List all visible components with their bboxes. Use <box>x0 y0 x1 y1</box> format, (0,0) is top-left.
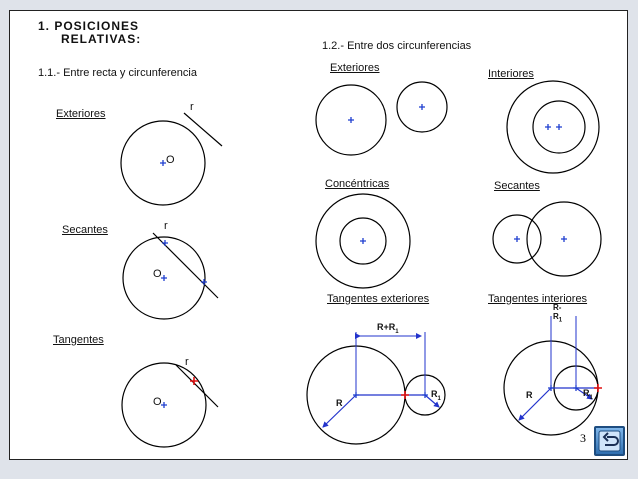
label-secantes-circles: Secantes <box>494 180 540 192</box>
label-interiores: Interiores <box>488 68 534 80</box>
line-label-r-3: r <box>185 356 189 368</box>
dim-r-small-int: R1 <box>583 388 593 401</box>
label-tangentes-interiores: Tangentes interiores <box>488 293 588 305</box>
dim-r-big-ext: R <box>336 398 343 408</box>
interior-circles-diagram <box>506 80 600 174</box>
label-tangentes-exteriores: Tangentes exteriores <box>327 293 430 305</box>
label-tangentes-line: Tangentes <box>53 334 104 346</box>
section-title-line1: 1. POSICIONES <box>38 19 140 33</box>
label-exteriores-circles: Exteriores <box>330 62 380 74</box>
dim-r-sum: R+R1 <box>377 322 399 335</box>
external-tangent-circles-diagram <box>306 332 446 445</box>
two-circles-subtitle: 1.2.- Entre dos circunferencias <box>322 40 472 52</box>
label-secantes-line: Secantes <box>62 224 108 236</box>
dim-r-diff: R- R1 <box>553 303 563 324</box>
return-button[interactable] <box>594 426 625 456</box>
tangent-line-diagram <box>121 362 219 448</box>
secant-line-diagram <box>122 232 219 320</box>
exterior-circles-diagram <box>315 81 448 156</box>
dim-r-big-int: R <box>526 390 533 400</box>
tangent-points <box>190 377 602 399</box>
center-label-o-1: O <box>166 154 175 166</box>
center-label-o-2: O <box>153 268 162 280</box>
line-label-r-2: r <box>164 220 168 232</box>
center-label-o-3: O <box>153 396 162 408</box>
dim-r-small-ext: R1 <box>431 389 441 402</box>
page-number: 3 <box>580 431 586 445</box>
label-exteriores-line: Exteriores <box>56 108 106 120</box>
concentric-circles-diagram <box>315 193 411 289</box>
line-label-r-1: r <box>190 101 194 113</box>
section-title: 1. POSICIONES RELATIVAS: <box>38 20 141 46</box>
label-concentricas: Concéntricas <box>325 178 390 190</box>
exterior-line-diagram <box>120 112 223 206</box>
secant-circles-diagram <box>492 201 602 277</box>
section-title-line2: RELATIVAS: <box>61 32 142 46</box>
line-circle-subtitle: 1.1.- Entre recta y circunferencia <box>38 67 197 79</box>
center-marks <box>160 104 579 408</box>
slide <box>9 10 628 460</box>
internal-tangent-circles-diagram <box>503 316 599 436</box>
return-arrow-icon <box>598 430 621 452</box>
